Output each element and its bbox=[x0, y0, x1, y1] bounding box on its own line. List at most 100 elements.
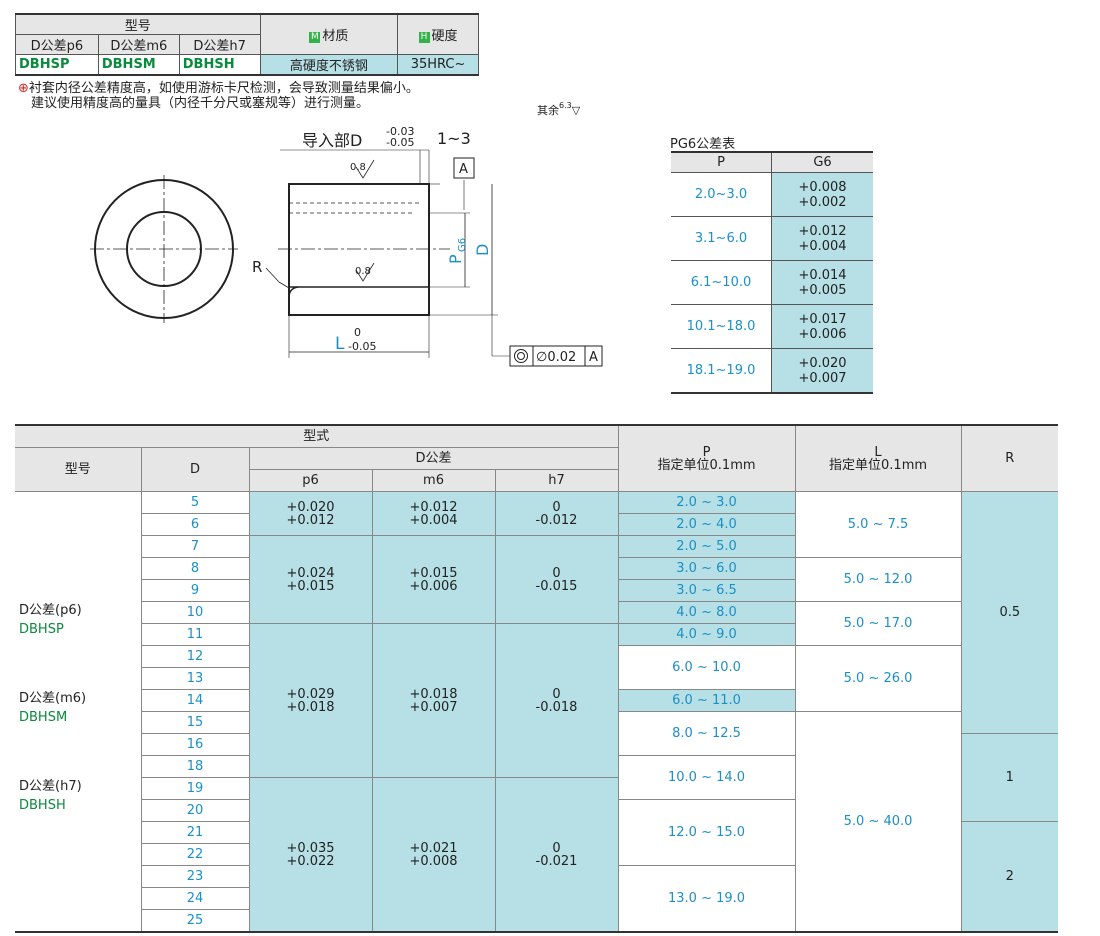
h7-tol: 0-0.012 bbox=[494, 491, 619, 536]
warning-icon: ⊕ bbox=[18, 81, 29, 96]
d-value: 11 bbox=[141, 623, 250, 646]
m6-tol: +0.021+0.008 bbox=[371, 777, 496, 933]
p-label: P bbox=[446, 254, 465, 264]
d-value: 13 bbox=[141, 667, 249, 690]
material-value: 高硬度不锈钢 bbox=[259, 54, 399, 76]
pg6-range: 6.1~10.0 bbox=[671, 260, 772, 305]
l-range: 5.0 ~ 7.5 bbox=[794, 491, 962, 558]
l-tol-upper: 0 bbox=[354, 326, 361, 339]
p-range: 6.0 ~ 10.0 bbox=[617, 645, 796, 690]
r-value: 1 bbox=[960, 733, 1059, 822]
note-line-2: 建议使用精度高的量具（内径千分尺或塞规等）进行测量。 bbox=[31, 96, 370, 111]
model-dbhsm: DBHSM bbox=[97, 54, 180, 76]
p6-tol: +0.035+0.022 bbox=[248, 777, 373, 933]
d-value: 25 bbox=[141, 909, 249, 933]
pg6-tol: +0.020+0.007 bbox=[771, 348, 873, 393]
tol-header-m6: D公差m6 bbox=[97, 34, 180, 55]
d-value: 24 bbox=[141, 887, 249, 910]
l-range: 5.0 ~ 12.0 bbox=[794, 557, 962, 602]
p6-tol: +0.020+0.012 bbox=[248, 491, 373, 536]
hardness-badge-icon: H bbox=[418, 32, 430, 43]
pg6-tol: +0.012+0.004 bbox=[771, 216, 873, 261]
m6-header: m6 bbox=[371, 469, 496, 492]
concentricity-datum: A bbox=[589, 350, 598, 365]
m6-tol: +0.018+0.007 bbox=[371, 623, 496, 778]
model-header: 型号 bbox=[15, 13, 261, 35]
p-range: 8.0 ~ 12.5 bbox=[617, 711, 796, 756]
d-value: 9 bbox=[141, 579, 250, 602]
m6-tol: +0.015+0.006 bbox=[371, 535, 496, 624]
d-value: 22 bbox=[141, 843, 249, 866]
d-value: 23 bbox=[141, 865, 250, 888]
tol-header-p6: D公差p6 bbox=[15, 34, 99, 55]
r-header: R bbox=[960, 424, 1059, 492]
material-badge-icon: M bbox=[309, 32, 321, 43]
drawing-labels: 导入部D -0.03 -0.05 1~3 A 0.8 0.8 R P G6 D … bbox=[252, 125, 598, 365]
model-group-p6: D公差(p6) DBHSP bbox=[15, 601, 142, 690]
l-range: 5.0 ~ 17.0 bbox=[794, 601, 962, 646]
model-group-m6: D公差(m6) DBHSM bbox=[15, 689, 142, 778]
model-header: 型号 bbox=[15, 447, 142, 492]
model-dbhsp: DBHSP bbox=[15, 54, 99, 76]
d-header: D bbox=[140, 447, 250, 492]
concentricity-value: ∅0.02 bbox=[536, 350, 576, 365]
r-label: R bbox=[252, 258, 262, 276]
h7-tol: 0-0.015 bbox=[494, 535, 619, 624]
p-range: 4.0 ~ 9.0 bbox=[617, 623, 796, 646]
model-dbhsh: DBHSH bbox=[178, 54, 261, 76]
m6-tol: +0.012+0.004 bbox=[371, 491, 496, 536]
hardness-value: 35HRC~ bbox=[397, 54, 479, 76]
p-range: 2.0 ~ 5.0 bbox=[617, 535, 796, 558]
p-sub: G6 bbox=[457, 238, 468, 252]
bushing-drawing: 导入部D -0.03 -0.05 1~3 A 0.8 0.8 R P G6 D … bbox=[90, 125, 603, 367]
lead-label: 导入部D bbox=[302, 131, 362, 150]
pg6-range: 18.1~19.0 bbox=[686, 363, 756, 378]
d-label: D bbox=[473, 244, 492, 256]
d-value: 8 bbox=[141, 557, 250, 580]
d-value: 21 bbox=[141, 821, 250, 844]
p-range: 10.0 ~ 14.0 bbox=[617, 755, 796, 800]
pg6-table: P G6 2.0~3.0 +0.008+0.002 3.1~6.0 +0.012… bbox=[671, 151, 873, 394]
pg6-col-p: P bbox=[671, 152, 772, 173]
d-value: 7 bbox=[141, 535, 250, 558]
l-tol-lower: -0.05 bbox=[348, 340, 376, 353]
d-value: 16 bbox=[141, 733, 250, 756]
d-value: 18 bbox=[141, 755, 250, 778]
type-header: 型式 bbox=[15, 424, 619, 448]
d-value: 14 bbox=[140, 689, 250, 712]
datum-a: A bbox=[459, 162, 468, 177]
p-range: 13.0 ~ 19.0 bbox=[617, 865, 796, 933]
pg6-tol: +0.017+0.006 bbox=[771, 304, 873, 349]
r-value: 0.5 bbox=[960, 491, 1059, 734]
l-range: 5.0 ~ 40.0 bbox=[794, 711, 962, 933]
rough-bottom: 0.8 bbox=[355, 266, 371, 277]
h7-header: h7 bbox=[494, 469, 619, 492]
pg6-tol: +0.008+0.002 bbox=[771, 172, 873, 217]
pg6-range: 2.0~3.0 bbox=[671, 172, 772, 217]
pg6-range: 3.1~6.0 bbox=[671, 216, 772, 261]
d-value: 12 bbox=[141, 645, 250, 668]
pg6-col-g6: G6 bbox=[771, 152, 873, 173]
r-value: 2 bbox=[960, 821, 1059, 933]
p6-tol: +0.029+0.018 bbox=[248, 623, 373, 778]
d-value: 19 bbox=[140, 777, 250, 800]
pg6-title: PG6公差表 bbox=[670, 137, 736, 152]
note-line-1: ⊕衬套内径公差精度高，如使用游标卡尺检测，会导致测量结果偏小。 bbox=[18, 81, 419, 96]
d-value: 6 bbox=[141, 513, 250, 536]
p6-header: p6 bbox=[249, 469, 373, 492]
p-range: 2.0 ~ 4.0 bbox=[617, 513, 796, 536]
l-range: 5.0 ~ 26.0 bbox=[794, 645, 962, 712]
model-cell bbox=[15, 491, 142, 602]
p-range: 4.0 ~ 8.0 bbox=[617, 601, 796, 624]
tol-header-h7: D公差h7 bbox=[178, 34, 261, 55]
pg6-tol: +0.014+0.005 bbox=[771, 260, 873, 305]
d-value: 5 bbox=[140, 491, 250, 514]
d-value: 10 bbox=[140, 601, 250, 624]
d-value: 15 bbox=[141, 711, 250, 734]
l-label: L bbox=[335, 334, 345, 354]
roughness-icon: ▽ bbox=[571, 104, 581, 117]
